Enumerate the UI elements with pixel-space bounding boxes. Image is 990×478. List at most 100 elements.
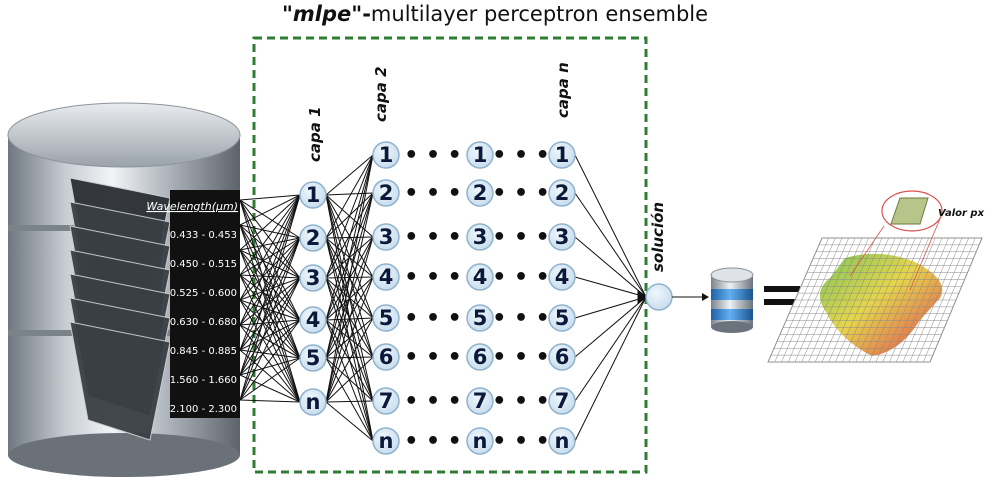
wavelength-band-label: 0.845 - 0.885 — [170, 346, 237, 357]
ellipsis-dots: • • • — [404, 345, 462, 370]
ellipsis-dots: • • • — [492, 265, 550, 290]
hidden-node-label: 3 — [379, 225, 394, 249]
input-node: n — [299, 388, 327, 416]
wavelength-band-label: 2.100 - 2.300 — [170, 404, 237, 415]
solution-label: solución — [649, 202, 667, 272]
last-node: 1 — [548, 141, 576, 169]
last-node: 6 — [548, 343, 576, 371]
mid-node-label: 1 — [473, 143, 488, 167]
last-node: n — [548, 427, 576, 455]
wavelength-band-label: 0.525 - 0.600 — [170, 288, 237, 299]
mid-node-label: 4 — [473, 265, 488, 289]
input-node-label: 4 — [306, 308, 321, 332]
mid-node: n — [466, 427, 494, 455]
network-connections — [239, 154, 648, 442]
mid-node: 3 — [466, 223, 494, 251]
ellipsis-dots: • • • — [492, 225, 550, 250]
title-rest: multilayer perceptron ensemble — [370, 2, 709, 26]
mid-node-label: 5 — [473, 306, 488, 330]
ellipsis-dots: • • • — [404, 429, 462, 454]
hidden-node-label: n — [379, 429, 394, 453]
input-node: 3 — [299, 264, 327, 292]
ellipsis-dots: • • • — [492, 306, 550, 331]
last-node-label: 2 — [555, 181, 570, 205]
mid-node: 1 — [466, 141, 494, 169]
ellipsis-dots: • • • — [404, 143, 462, 168]
mid-node-label: 2 — [473, 181, 488, 205]
mid-node: 7 — [466, 387, 494, 415]
last-node-label: 5 — [555, 306, 570, 330]
input-node-label: n — [306, 390, 321, 414]
ellipsis-dots: • • • — [404, 306, 462, 331]
output-database-icon — [710, 267, 754, 333]
hidden-node: 5 — [372, 304, 400, 332]
input-node: 1 — [299, 181, 327, 209]
ellipsis-dots: • • • — [404, 265, 462, 290]
diagram-title: "mlpe"-multilayer perceptron ensemble — [281, 2, 709, 26]
hidden-node-label: 5 — [379, 306, 394, 330]
wavelength-band-label: 0.630 - 0.680 — [170, 317, 237, 328]
last-node-label: 1 — [555, 143, 570, 167]
hidden-node: 3 — [372, 223, 400, 251]
hidden-node: n — [372, 427, 400, 455]
ellipsis-dots: • • • — [492, 345, 550, 370]
last-node-label: 7 — [555, 389, 570, 413]
mid-node: 6 — [466, 343, 494, 371]
pixel-value-callout: Valor px — [849, 190, 985, 291]
last-node: 3 — [548, 223, 576, 251]
hidden-node: 2 — [372, 179, 400, 207]
layer-label-capa1: capa 1 — [306, 106, 324, 162]
last-node-label: 3 — [555, 225, 570, 249]
last-node: 7 — [548, 387, 576, 415]
hidden-node-label: 2 — [379, 181, 394, 205]
mid-node-label: 6 — [473, 345, 488, 369]
wavelength-header: Wavelength(μm) — [146, 200, 238, 213]
hidden-node: 1 — [372, 141, 400, 169]
input-node: 4 — [299, 306, 327, 334]
input-node: 2 — [299, 224, 327, 252]
hidden-node-label: 1 — [379, 143, 394, 167]
hidden-node: 6 — [372, 343, 400, 371]
mid-node-label: 3 — [473, 225, 488, 249]
input-node: 5 — [299, 344, 327, 372]
hidden-node-label: 4 — [379, 265, 394, 289]
input-node-label: 5 — [306, 346, 321, 370]
mid-node: 4 — [466, 263, 494, 291]
mid-node-label: 7 — [473, 389, 488, 413]
hidden-node-label: 6 — [379, 345, 394, 369]
mid-node: 2 — [466, 179, 494, 207]
solution-node — [645, 283, 673, 311]
last-node-label: n — [555, 429, 570, 453]
last-node-label: 4 — [555, 265, 570, 289]
last-node: 5 — [548, 304, 576, 332]
result-raster-map — [767, 237, 983, 363]
input-node-label: 1 — [306, 183, 321, 207]
wavelength-band-label: 0.433 - 0.453 — [170, 230, 237, 241]
last-node-label: 6 — [555, 345, 570, 369]
wavelength-band-label: 1.560 - 1.660 — [170, 375, 237, 386]
ellipsis-dots: • • • — [404, 389, 462, 414]
ellipsis-dots: • • • — [492, 429, 550, 454]
network-nodes: 1 2 3 4 5 n 1 2 3 4 5 6 7 n 1 2 3 4 5 6 7 n 1 2 3 4 5 6 7 n — [299, 141, 576, 455]
input-node-label: 3 — [306, 266, 321, 290]
satellite-band-stack: Wavelength(μm) 0.433 - 0.453 0.450 - 0.515… — [69, 177, 240, 441]
title-mlpe: mlpe — [292, 2, 352, 26]
hidden-node-label: 7 — [379, 389, 394, 413]
ellipsis-dots: • • • — [492, 143, 550, 168]
mid-node-label: n — [473, 429, 488, 453]
hidden-node: 7 — [372, 387, 400, 415]
last-node: 4 — [548, 263, 576, 291]
last-node: 2 — [548, 179, 576, 207]
wavelength-band-label: 0.450 - 0.515 — [170, 259, 237, 270]
layer-ellipses: • • • • • • • • • • • • • • • • • • • • • • • •… — [404, 143, 550, 454]
input-node-label: 2 — [306, 226, 321, 250]
mid-node: 5 — [466, 304, 494, 332]
ellipsis-dots: • • • — [404, 181, 462, 206]
ellipsis-dots: • • • — [404, 225, 462, 250]
layer-label-capan: capa n — [554, 62, 572, 118]
ellipsis-dots: • • • — [492, 181, 550, 206]
layer-label-capa2: capa 2 — [372, 66, 390, 122]
pixel-value-label: Valor px — [938, 208, 985, 219]
ellipsis-dots: • • • — [492, 389, 550, 414]
